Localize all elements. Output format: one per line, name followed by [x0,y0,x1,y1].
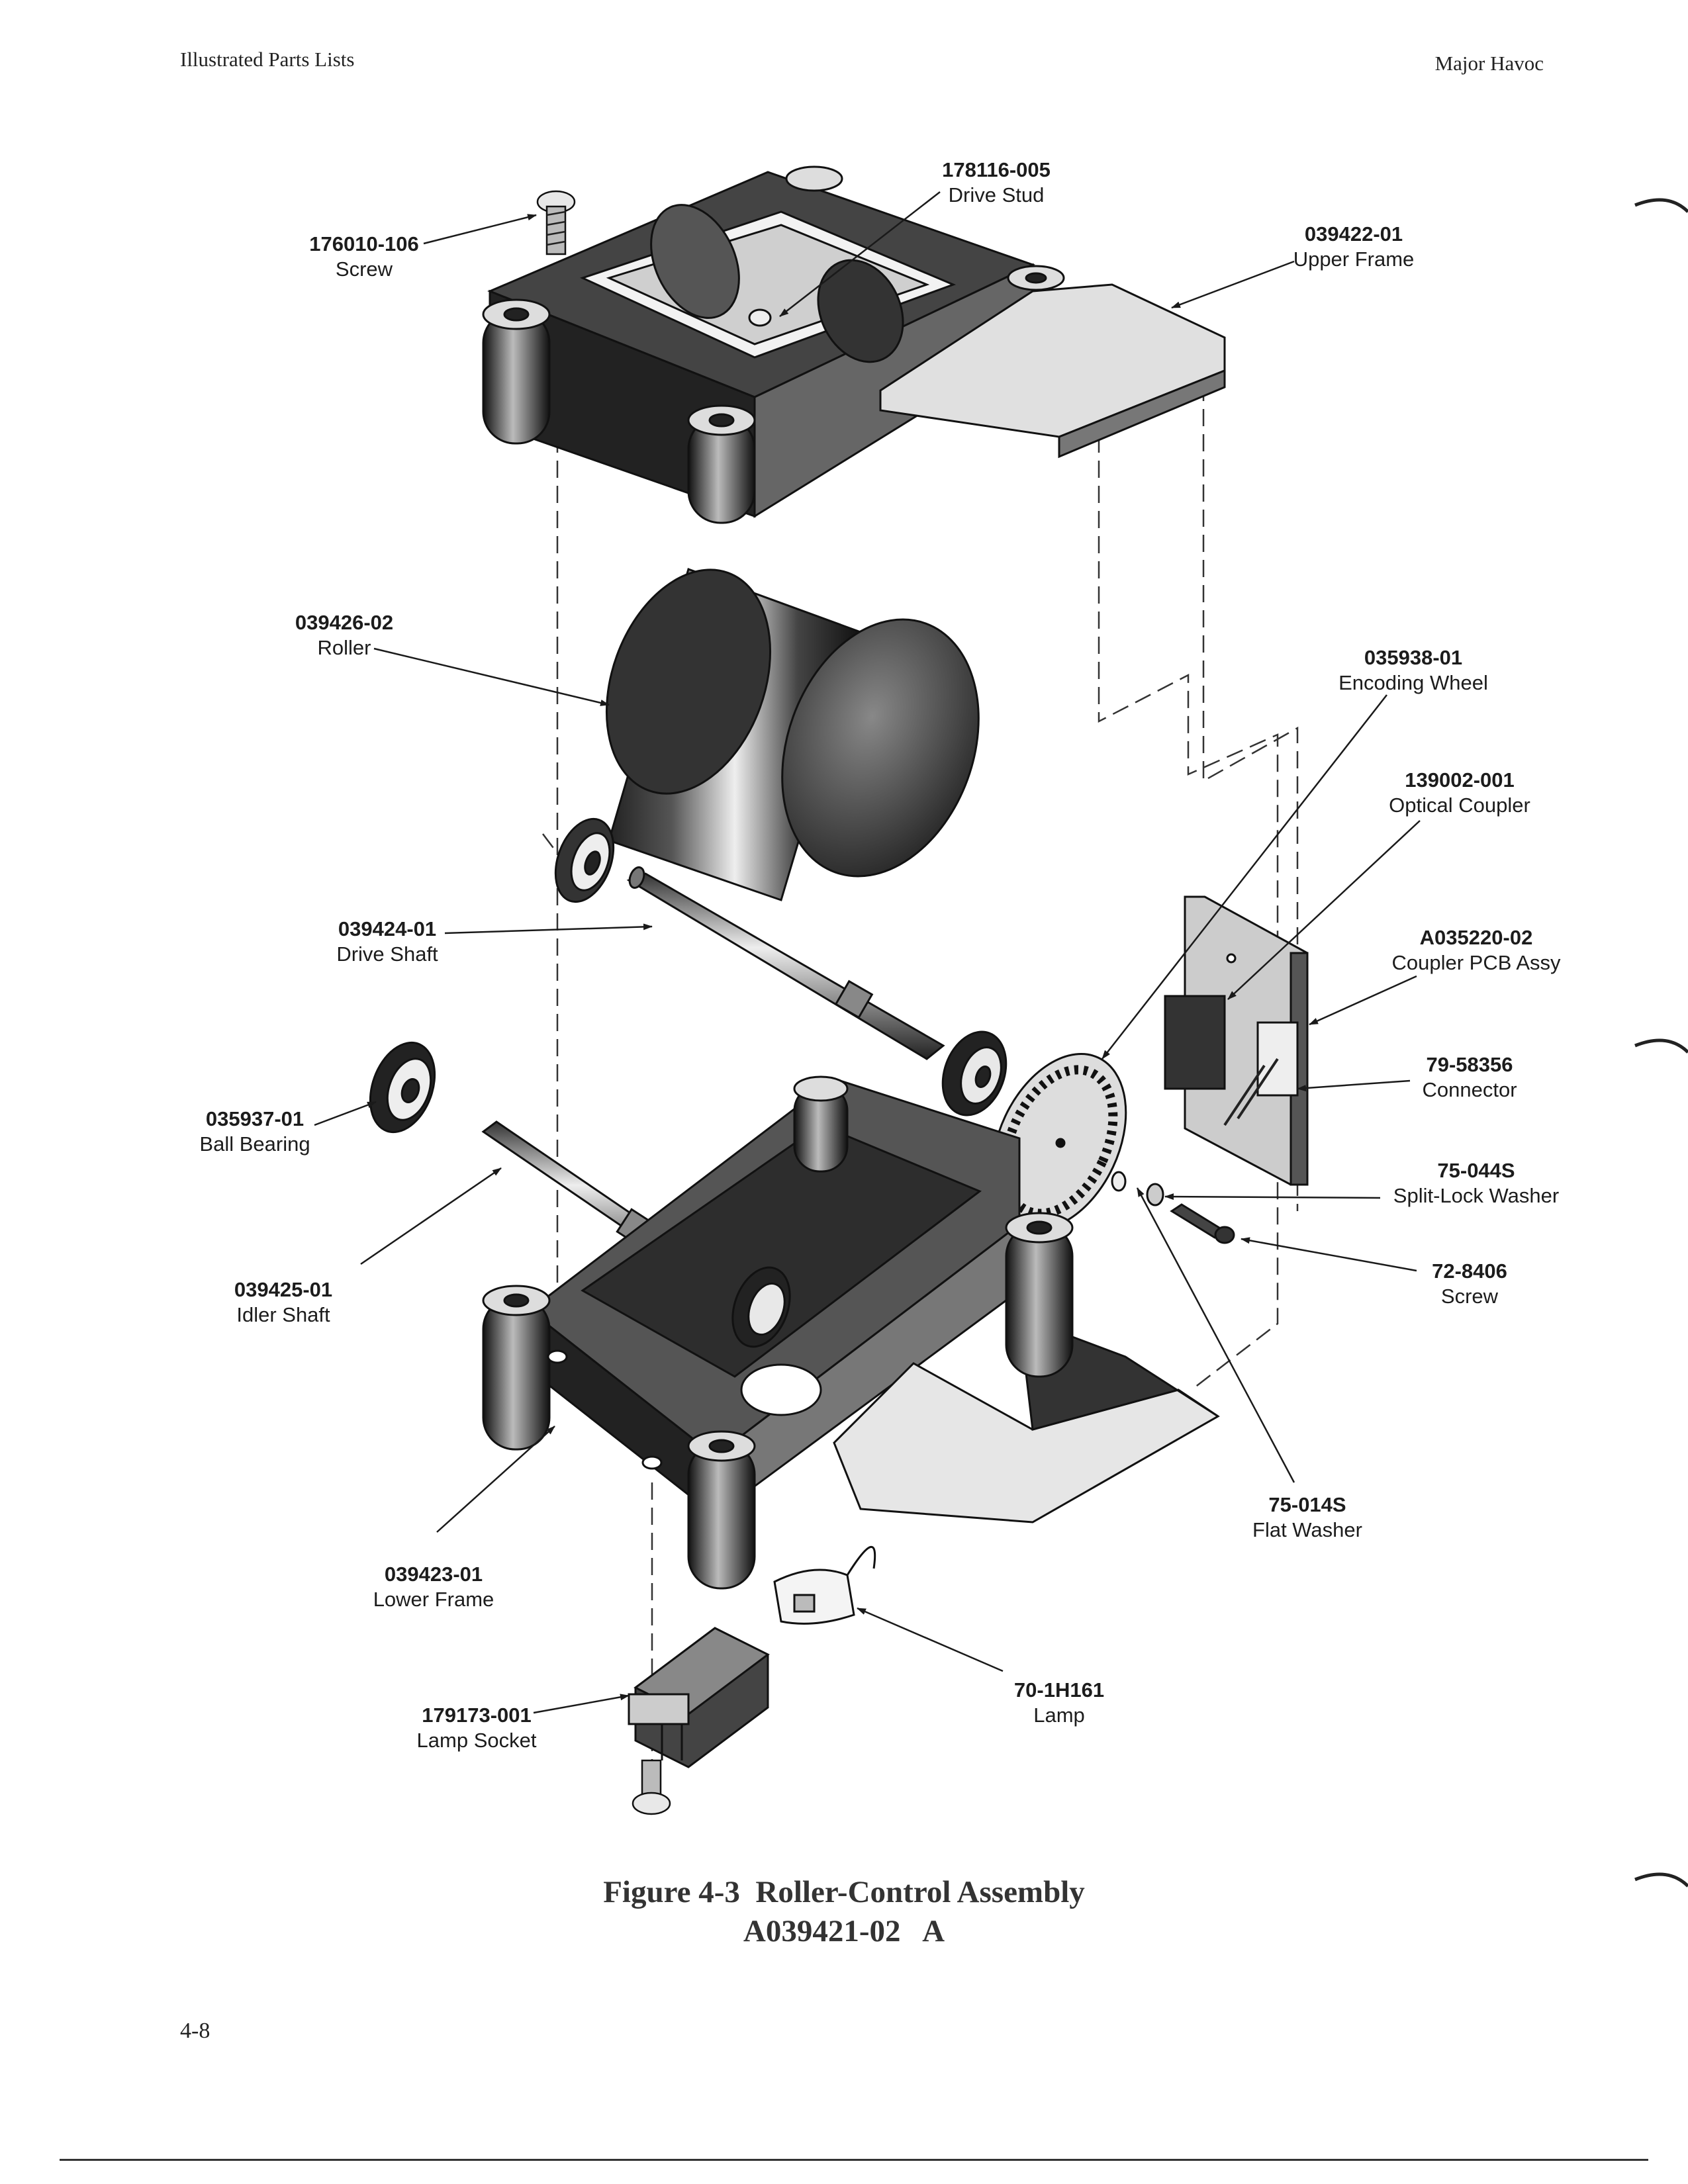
part-name: Lower Frame [373,1587,494,1611]
drive-shaft-illustration [626,866,945,1060]
figure-caption: Figure 4-3 Roller-Control Assembly A0394… [0,1873,1688,1951]
part-name: Coupler PCB Assy [1391,950,1561,974]
page-number: 4-8 [180,2019,211,2043]
part-number: 039425-01 [234,1278,333,1301]
lamp-socket-illustration [628,1627,770,1768]
part-name: Drive Stud [948,183,1045,206]
part-number: 178116-005 [942,158,1051,181]
callout-roller: 039426-02 Roller [271,610,417,660]
bearing-upper-illustration [554,817,615,903]
callout-flat-washer: 75-014S Flat Washer [1231,1492,1383,1543]
lower-frame-illustration [482,1075,1220,1590]
callout-lamp: 70-1H161 Lamp [993,1678,1125,1728]
callout-coupler-pcb: A035220-02 Coupler PCB Assy [1364,925,1589,976]
binder-hole-mark [1634,1038,1688,1054]
running-header-manual: Major Havoc [1434,52,1544,75]
binder-hole-mark [1634,1872,1688,1888]
encoding-wheel-illustration [991,1053,1127,1230]
part-number: 035937-01 [205,1107,305,1130]
screw-bottom-illustration [632,1759,671,1815]
part-number: 039426-02 [295,611,394,634]
part-number: 79-58356 [1426,1053,1513,1076]
washers-screw-illustration [1111,1171,1235,1244]
part-name: Lamp [1033,1703,1085,1727]
callout-connector: 79-58356 Connector [1390,1052,1549,1103]
part-number: 75-044S [1437,1159,1515,1182]
part-name: Lamp Socket [416,1728,537,1752]
part-number: 039422-01 [1304,222,1403,246]
callout-optical-coupler: 139002-001 Optical Coupler [1360,768,1559,818]
part-name: Connector [1422,1077,1517,1101]
part-number: 139002-001 [1405,768,1515,792]
bearing-wheel-illustration [941,1030,1008,1116]
callout-screw-side: 72-8406 Screw [1403,1259,1536,1309]
part-number: 039424-01 [338,917,437,940]
part-name: Screw [1440,1284,1499,1308]
upper-frame [482,165,1226,524]
part-name: Upper Frame [1293,247,1415,271]
lamp-illustration [773,1546,876,1625]
callout-drive-shaft: 039424-01 Drive Shaft [308,917,467,967]
callout-lower-frame: 039423-01 Lower Frame [351,1562,516,1612]
part-name: Screw [335,257,393,281]
part-number: 179173-001 [422,1704,532,1727]
bearing-idler-illustration [369,1041,436,1134]
roller-illustration [605,568,980,901]
callout-lamp-socket: 179173-001 Lamp Socket [391,1703,563,1753]
binder-hole-mark [1634,198,1688,213]
part-name: Drive Shaft [336,942,438,966]
part-number: 176010-106 [309,232,419,255]
part-number: 72-8406 [1432,1259,1507,1283]
callout-idler-shaft: 039425-01 Idler Shaft [211,1277,356,1328]
part-name: Idler Shaft [236,1302,330,1326]
callout-split-lock-washer: 75-044S Split-Lock Washer [1364,1158,1589,1208]
running-header-title: Illustrated Parts Lists [180,48,355,71]
callout-drive-stud: 178116-005 Drive Stud [910,158,1082,208]
part-number: A035220-02 [1419,926,1533,949]
part-number: 039423-01 [384,1563,483,1586]
screw-top-illustration [536,190,576,255]
callout-upper-frame: 039422-01 Upper Frame [1274,222,1433,272]
callout-encoding-wheel: 035938-01 Encoding Wheel [1314,645,1513,696]
page-bottom-rule [60,2159,1648,2161]
part-name: Encoding Wheel [1338,670,1488,694]
part-number: 75-014S [1268,1493,1346,1516]
leader-lines [314,191,1421,1714]
part-name: Flat Washer [1252,1518,1362,1541]
figure-drawing-number: A039421-02 A [743,1913,945,1948]
part-name: Optical Coupler [1389,793,1530,817]
callout-screw-top: 176010-106 Screw [291,232,437,282]
callout-ball-bearing: 035937-01 Ball Bearing [179,1107,331,1157]
part-name: Ball Bearing [199,1132,310,1156]
part-number: 70-1H161 [1013,1678,1105,1702]
part-name: Split-Lock Washer [1393,1183,1560,1207]
part-name: Roller [317,635,371,659]
coupler-pcb-illustration [1164,895,1309,1186]
figure-title: Figure 4-3 Roller-Control Assembly [603,1875,1085,1909]
part-number: 035938-01 [1364,646,1463,669]
